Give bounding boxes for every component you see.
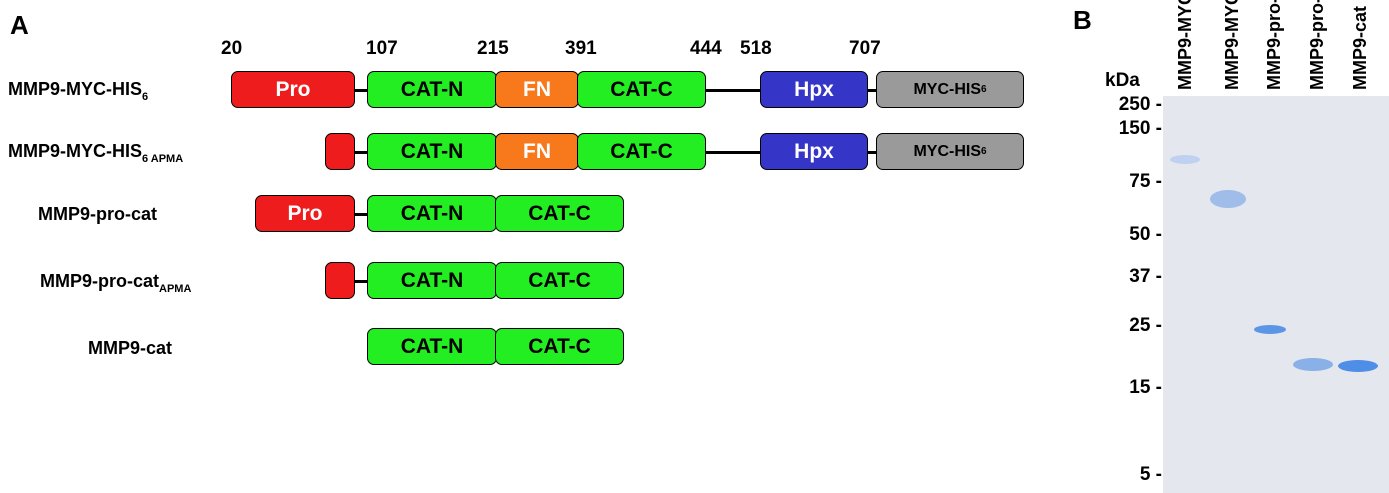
gel-band	[1293, 358, 1333, 371]
linker-line	[353, 151, 369, 154]
lane-label: MMP9-MYC-HIS	[1175, 0, 1195, 90]
construct-label: MMP9-pro-cat	[38, 204, 158, 224]
mw-marker: 50 -	[1129, 224, 1162, 245]
gel-band	[1170, 155, 1200, 164]
fn-domain: FN	[495, 133, 579, 170]
mw-marker: 5 -	[1139, 464, 1162, 485]
mw-marker: 75 -	[1129, 171, 1162, 192]
position-label: 107	[366, 38, 398, 59]
linker-line	[353, 89, 369, 92]
panel-a-label: A	[10, 10, 29, 40]
cat-c-domain: CAT-C	[495, 195, 624, 232]
linker-line	[353, 213, 369, 216]
position-label: 707	[849, 38, 881, 59]
position-label: 391	[565, 38, 597, 59]
hpx-domain: Hpx	[760, 71, 868, 108]
construct-label: MMP9-pro-catAPMA	[40, 271, 192, 295]
cat-c-domain: CAT-C	[495, 328, 624, 365]
lane-label: MMP9-pro-cat	[1307, 0, 1327, 90]
mw-marker: 25 -	[1129, 315, 1162, 336]
cat-c-domain: CAT-C	[495, 262, 624, 299]
linker-line	[704, 151, 762, 154]
mw-marker: 150 -	[1118, 118, 1162, 139]
sds-page-gel	[1163, 96, 1389, 493]
position-label: 215	[477, 38, 509, 59]
construct-label: MMP9-MYC-HIS6	[8, 79, 149, 103]
mw-marker: 37 -	[1129, 266, 1162, 287]
linker-line	[866, 151, 878, 154]
gel-band	[1338, 360, 1378, 372]
linker-line	[866, 89, 878, 92]
linker-line	[704, 89, 762, 92]
pro-remnant	[325, 262, 355, 299]
cat-n-domain: CAT-N	[367, 71, 497, 108]
fn-domain: FN	[495, 71, 579, 108]
cat-c-domain: CAT-C	[577, 133, 706, 170]
cat-c-domain: CAT-C	[577, 71, 706, 108]
construct-label: MMP9-MYC-HIS6 APMA	[8, 141, 184, 165]
construct-label: MMP9-cat	[88, 338, 173, 358]
kda-unit-label: kDa	[1105, 70, 1140, 91]
position-label: 518	[740, 38, 772, 59]
gel-band	[1210, 190, 1246, 208]
pro-remnant	[325, 133, 355, 170]
mw-marker: 250 -	[1118, 94, 1162, 115]
lane-label: MMP9-pro-cat	[1264, 0, 1284, 90]
mw-marker: 15 -	[1129, 377, 1162, 398]
position-label: 20	[221, 38, 243, 59]
cat-n-domain: CAT-N	[367, 262, 497, 299]
cat-n-domain: CAT-N	[367, 328, 497, 365]
cat-n-domain: CAT-N	[367, 133, 497, 170]
linker-line	[353, 280, 369, 283]
gel-band	[1254, 325, 1286, 334]
cat-n-domain: CAT-N	[367, 195, 497, 232]
pro-domain: Pro	[255, 195, 355, 232]
pro-domain: Pro	[231, 71, 355, 108]
hpx-domain: Hpx	[760, 133, 868, 170]
position-label: 444	[690, 38, 722, 59]
lane-label: MMP9-MYC-HIS	[1222, 0, 1242, 90]
panel-b-label: B	[1073, 5, 1092, 35]
lane-label: MMP9-cat	[1350, 5, 1370, 90]
